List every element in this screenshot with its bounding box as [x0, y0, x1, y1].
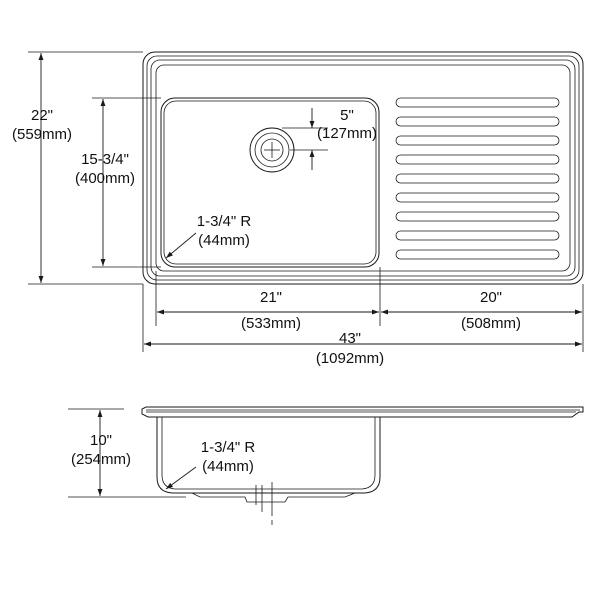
side-view: 10" (254mm) 1-3/4" R (44mm)	[68, 406, 584, 525]
drainboard-ribs	[395, 97, 560, 260]
label-overall-length: 43"	[339, 330, 361, 347]
side-bowl-outer	[156, 417, 381, 494]
leader-corner-radius	[165, 232, 197, 259]
label-overall-length-mm: (1092mm)	[316, 350, 384, 367]
label-side-corner-radius: 1-3/4" R	[201, 439, 256, 456]
sink-rim-line-2	[146, 55, 580, 281]
label-drain-offset-mm: (127mm)	[317, 125, 377, 142]
label-bowl-length-mm: (400mm)	[75, 170, 135, 187]
sink-rim-inner	[155, 64, 571, 272]
label-bowl-length: 15-3/4"	[81, 151, 129, 168]
label-drainboard-width-mm: (508mm)	[461, 315, 521, 332]
label-bowl-width-mm: (533mm)	[241, 315, 301, 332]
side-drain-outlet	[191, 482, 356, 525]
side-rim	[141, 406, 584, 418]
leader-side-corner-radius	[165, 466, 197, 490]
label-corner-radius-mm: (44mm)	[198, 232, 250, 249]
label-drain-offset: 5"	[340, 107, 354, 124]
label-overall-width-mm: (559mm)	[12, 126, 72, 143]
sink-bowl-outline	[160, 97, 380, 268]
label-drainboard-width: 20"	[480, 289, 502, 306]
sink-rim-outer	[142, 51, 584, 285]
label-overall-width: 22"	[31, 107, 53, 124]
sink-bowl-inner-outline	[163, 100, 377, 265]
label-depth: 10"	[90, 432, 112, 449]
label-corner-radius: 1-3/4" R	[197, 213, 252, 230]
plan-view: 22" (559mm) 15-3/4" (400mm) 5" (127mm) 1…	[12, 51, 584, 367]
label-side-corner-radius-mm: (44mm)	[202, 458, 254, 475]
label-bowl-width: 21"	[260, 289, 282, 306]
drain-icon	[249, 127, 295, 173]
sink-rim-line-3	[150, 59, 576, 277]
side-bowl-inner	[161, 417, 376, 490]
label-depth-mm: (254mm)	[71, 451, 131, 468]
